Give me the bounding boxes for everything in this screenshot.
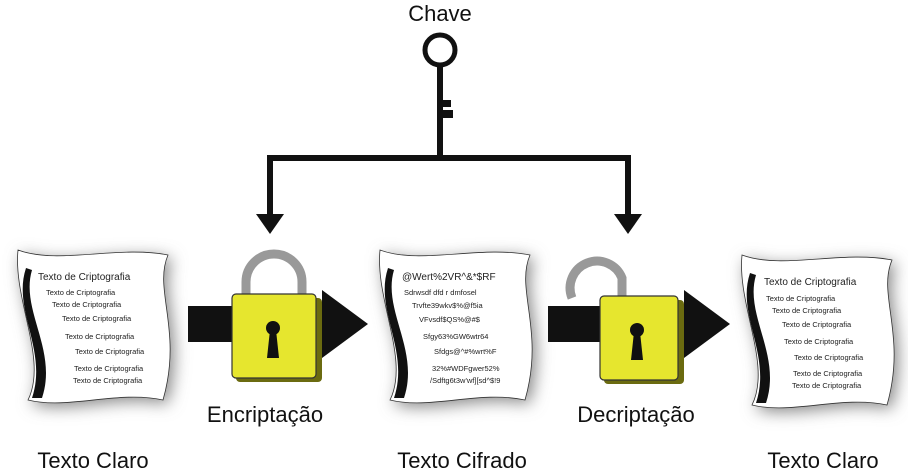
doc-line: Texto de Criptografia	[46, 288, 116, 297]
plaintext-document: Texto de Criptografia Texto de Criptogra…	[18, 250, 175, 407]
doc-line: Texto de Criptografia	[75, 347, 145, 356]
doc-line: Texto de Criptografia	[792, 381, 862, 390]
doc-line: VFvsdf$QS%@#$	[419, 315, 481, 324]
doc-line: Texto de Criptografia	[784, 337, 854, 346]
doc-line: Sfgy63%GW6wtr64	[423, 332, 488, 341]
doc-line: Texto de Criptografia	[52, 300, 122, 309]
doc-line: Sfdgs@^#%wrt%F	[434, 347, 497, 356]
key-icon	[422, 32, 458, 132]
closed-lock-icon	[231, 249, 322, 382]
key-label: Chave	[408, 1, 472, 26]
ciphertext-caption: Texto Cifrado	[397, 448, 527, 472]
doc-line: Texto de Criptografia	[793, 369, 863, 378]
key-connector	[256, 132, 642, 234]
plaintext-caption: Texto Claro	[37, 448, 148, 472]
decrypted-plaintext-document: Texto de Criptografia Texto de Criptogra…	[742, 255, 899, 412]
doc-line: Texto de Criptografia	[782, 320, 852, 329]
decrypted-plaintext-caption: Texto Claro	[767, 448, 878, 472]
doc-title: Texto de Criptografia	[764, 277, 857, 288]
encrypt-label: Encriptação	[207, 402, 323, 427]
doc-line: Trvfte39wkv$%@f5ia	[412, 301, 484, 310]
open-lock-icon	[565, 256, 684, 384]
doc-line: 32%#WDFgwer52%	[432, 364, 500, 373]
doc-title: @Wert%2VR^&*$RF	[402, 272, 496, 283]
doc-line: /Sdftg6t3w'wf][sd^$!9	[430, 376, 500, 385]
doc-line: Texto de Criptografia	[62, 314, 132, 323]
doc-line: Texto de Criptografia	[73, 376, 143, 385]
doc-line: Texto de Criptografia	[772, 306, 842, 315]
doc-title: Texto de Criptografia	[38, 272, 131, 283]
doc-line: Texto de Criptografia	[794, 353, 864, 362]
doc-line: Texto de Criptografia	[65, 332, 135, 341]
doc-line: Sdrwsdf dfd r dmfosel	[404, 288, 477, 297]
decrypt-label: Decriptação	[577, 402, 694, 427]
ciphertext-document: @Wert%2VR^&*$RF Sdrwsdf dfd r dmfosel Tr…	[380, 250, 537, 407]
doc-line: Texto de Criptografia	[766, 294, 836, 303]
doc-line: Texto de Criptografia	[74, 364, 144, 373]
